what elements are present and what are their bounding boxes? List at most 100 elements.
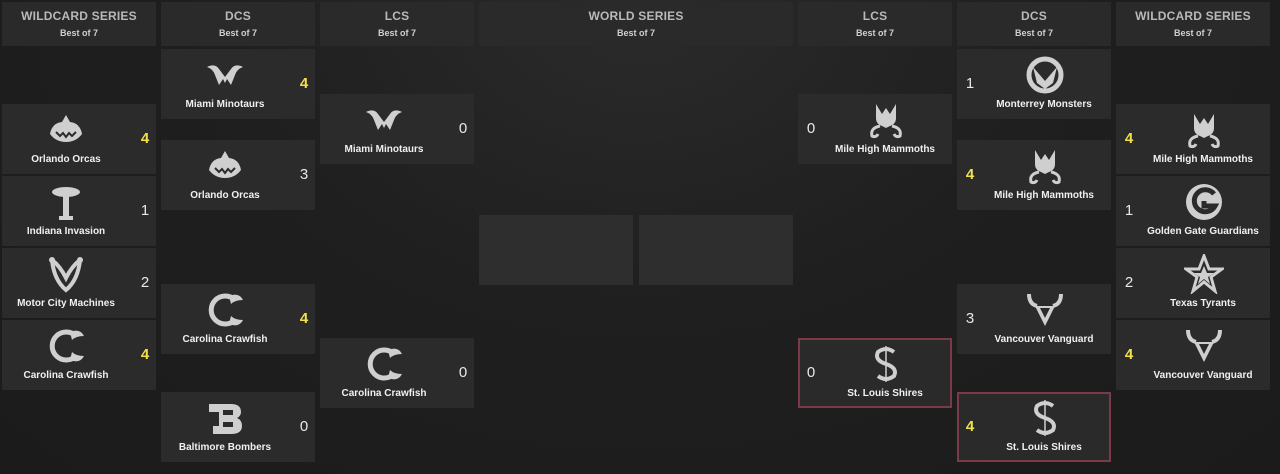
matchup-card[interactable]: Golden Gate Guardians 1: [1116, 176, 1270, 246]
header-subtitle: Best of 7: [855, 28, 894, 38]
team-score: 4: [140, 130, 150, 147]
team-score: 4: [1124, 130, 1134, 147]
shires-icon: [864, 344, 908, 384]
team-score: 4: [299, 310, 309, 327]
team-score: 0: [458, 120, 468, 137]
team-score: 4: [299, 75, 309, 92]
team-name: Vancouver Vanguard: [1153, 370, 1253, 381]
matchup-card[interactable]: Monterrey Monsters 1: [957, 49, 1111, 119]
crawfish-icon: [44, 326, 88, 366]
matchup-card[interactable]: Vancouver Vanguard 4: [1116, 320, 1270, 390]
team-score: 0: [299, 418, 309, 435]
header-subtitle: Best of 7: [1173, 28, 1212, 38]
shires-icon: [1023, 398, 1067, 438]
team-name: Mile High Mammoths: [993, 190, 1094, 201]
orca-icon: [203, 146, 247, 186]
team-name: Indiana Invasion: [26, 226, 106, 237]
team-name: Miami Minotaurs: [185, 99, 265, 110]
team-name: Motor City Machines: [17, 298, 115, 309]
team-name: Mile High Mammoths: [1152, 154, 1253, 165]
world-series-slot-right[interactable]: [639, 215, 793, 285]
team-score: 1: [965, 75, 975, 92]
team-name: Vancouver Vanguard: [994, 334, 1094, 345]
matchup-card[interactable]: Motor City Machines 2: [2, 248, 156, 318]
header-title: DCS: [225, 9, 251, 23]
team-name: Baltimore Bombers: [178, 442, 272, 453]
team-name: Carolina Crawfish: [23, 370, 109, 381]
header-subtitle: Best of 7: [616, 28, 655, 38]
team-score: 2: [1124, 274, 1134, 291]
header-title: WORLD SERIES: [588, 9, 684, 23]
tyrants-icon: [1182, 254, 1226, 294]
matchup-card[interactable]: Orlando Orcas 4: [2, 104, 156, 174]
matchup-card[interactable]: Carolina Crawfish 4: [2, 320, 156, 390]
header-left-dcs: DCS Best of 7: [161, 2, 315, 46]
guardians-icon: [1182, 182, 1226, 222]
matchup-card[interactable]: Carolina Crawfish 4: [161, 284, 315, 354]
team-score: 4: [140, 346, 150, 363]
machines-icon: [44, 254, 88, 294]
team-name: Orlando Orcas: [31, 154, 101, 165]
header-right-wildcard: WILDCARD SERIES Best of 7: [1116, 2, 1270, 46]
crawfish-icon: [203, 290, 247, 330]
team-name: Monterrey Monsters: [996, 99, 1092, 110]
header-left-wildcard: WILDCARD SERIES Best of 7: [2, 2, 156, 46]
team-name: Carolina Crawfish: [341, 388, 427, 399]
header-right-lcs: LCS Best of 7: [798, 2, 952, 46]
matchup-card[interactable]: Indiana Invasion 1: [2, 176, 156, 246]
header-subtitle: Best of 7: [59, 28, 98, 38]
team-name: St. Louis Shires: [1006, 442, 1082, 453]
team-name: Texas Tyrants: [1170, 298, 1236, 309]
team-score: 0: [806, 120, 816, 137]
matchup-card[interactable]: Orlando Orcas 3: [161, 140, 315, 210]
matchup-card[interactable]: Mile High Mammoths 4: [1116, 104, 1270, 174]
team-score: 0: [806, 364, 816, 381]
minotaur-icon: [362, 100, 406, 140]
world-series-slot-left[interactable]: [479, 215, 633, 285]
team-name: Carolina Crawfish: [182, 334, 268, 345]
matchup-card-selected[interactable]: St. Louis Shires 4: [957, 392, 1111, 462]
header-title: WILDCARD SERIES: [21, 9, 137, 23]
header-title: DCS: [1021, 9, 1047, 23]
header-world-series: WORLD SERIES Best of 7: [479, 2, 793, 46]
team-score: 3: [299, 166, 309, 183]
matchup-card-selected[interactable]: St. Louis Shires 0: [798, 338, 952, 408]
team-score: 2: [140, 274, 150, 291]
team-score: 4: [965, 166, 975, 183]
mammoth-icon: [1182, 110, 1226, 150]
matchup-card[interactable]: Texas Tyrants 2: [1116, 248, 1270, 318]
matchup-card[interactable]: Miami Minotaurs 0: [320, 94, 474, 164]
header-left-lcs: LCS Best of 7: [320, 2, 474, 46]
orca-icon: [44, 110, 88, 150]
team-name: Orlando Orcas: [190, 190, 260, 201]
team-score: 0: [458, 364, 468, 381]
header-title: LCS: [384, 9, 410, 23]
header-subtitle: Best of 7: [218, 28, 257, 38]
crawfish-icon: [362, 344, 406, 384]
minotaur-icon: [203, 55, 247, 95]
matchup-card[interactable]: Mile High Mammoths 4: [957, 140, 1111, 210]
team-score: 1: [140, 202, 150, 219]
matchup-card[interactable]: Miami Minotaurs 4: [161, 49, 315, 119]
team-name: Golden Gate Guardians: [1147, 226, 1259, 237]
team-score: 4: [965, 418, 975, 435]
team-score: 3: [965, 310, 975, 327]
header-title: WILDCARD SERIES: [1135, 9, 1251, 23]
monsters-icon: [1023, 55, 1067, 95]
header-subtitle: Best of 7: [1014, 28, 1053, 38]
matchup-card[interactable]: Carolina Crawfish 0: [320, 338, 474, 408]
header-title: LCS: [862, 9, 888, 23]
matchup-card[interactable]: Mile High Mammoths 0: [798, 94, 952, 164]
team-name: Miami Minotaurs: [344, 144, 424, 155]
mammoth-icon: [1023, 146, 1067, 186]
vanguard-icon: [1182, 326, 1226, 366]
team-name: Mile High Mammoths: [834, 144, 935, 155]
header-right-dcs: DCS Best of 7: [957, 2, 1111, 46]
team-score: 1: [1124, 202, 1134, 219]
vanguard-icon: [1023, 290, 1067, 330]
matchup-card[interactable]: Vancouver Vanguard 3: [957, 284, 1111, 354]
matchup-card[interactable]: Baltimore Bombers 0: [161, 392, 315, 462]
header-subtitle: Best of 7: [377, 28, 416, 38]
bombers-icon: [203, 398, 247, 438]
team-score: 4: [1124, 346, 1134, 363]
